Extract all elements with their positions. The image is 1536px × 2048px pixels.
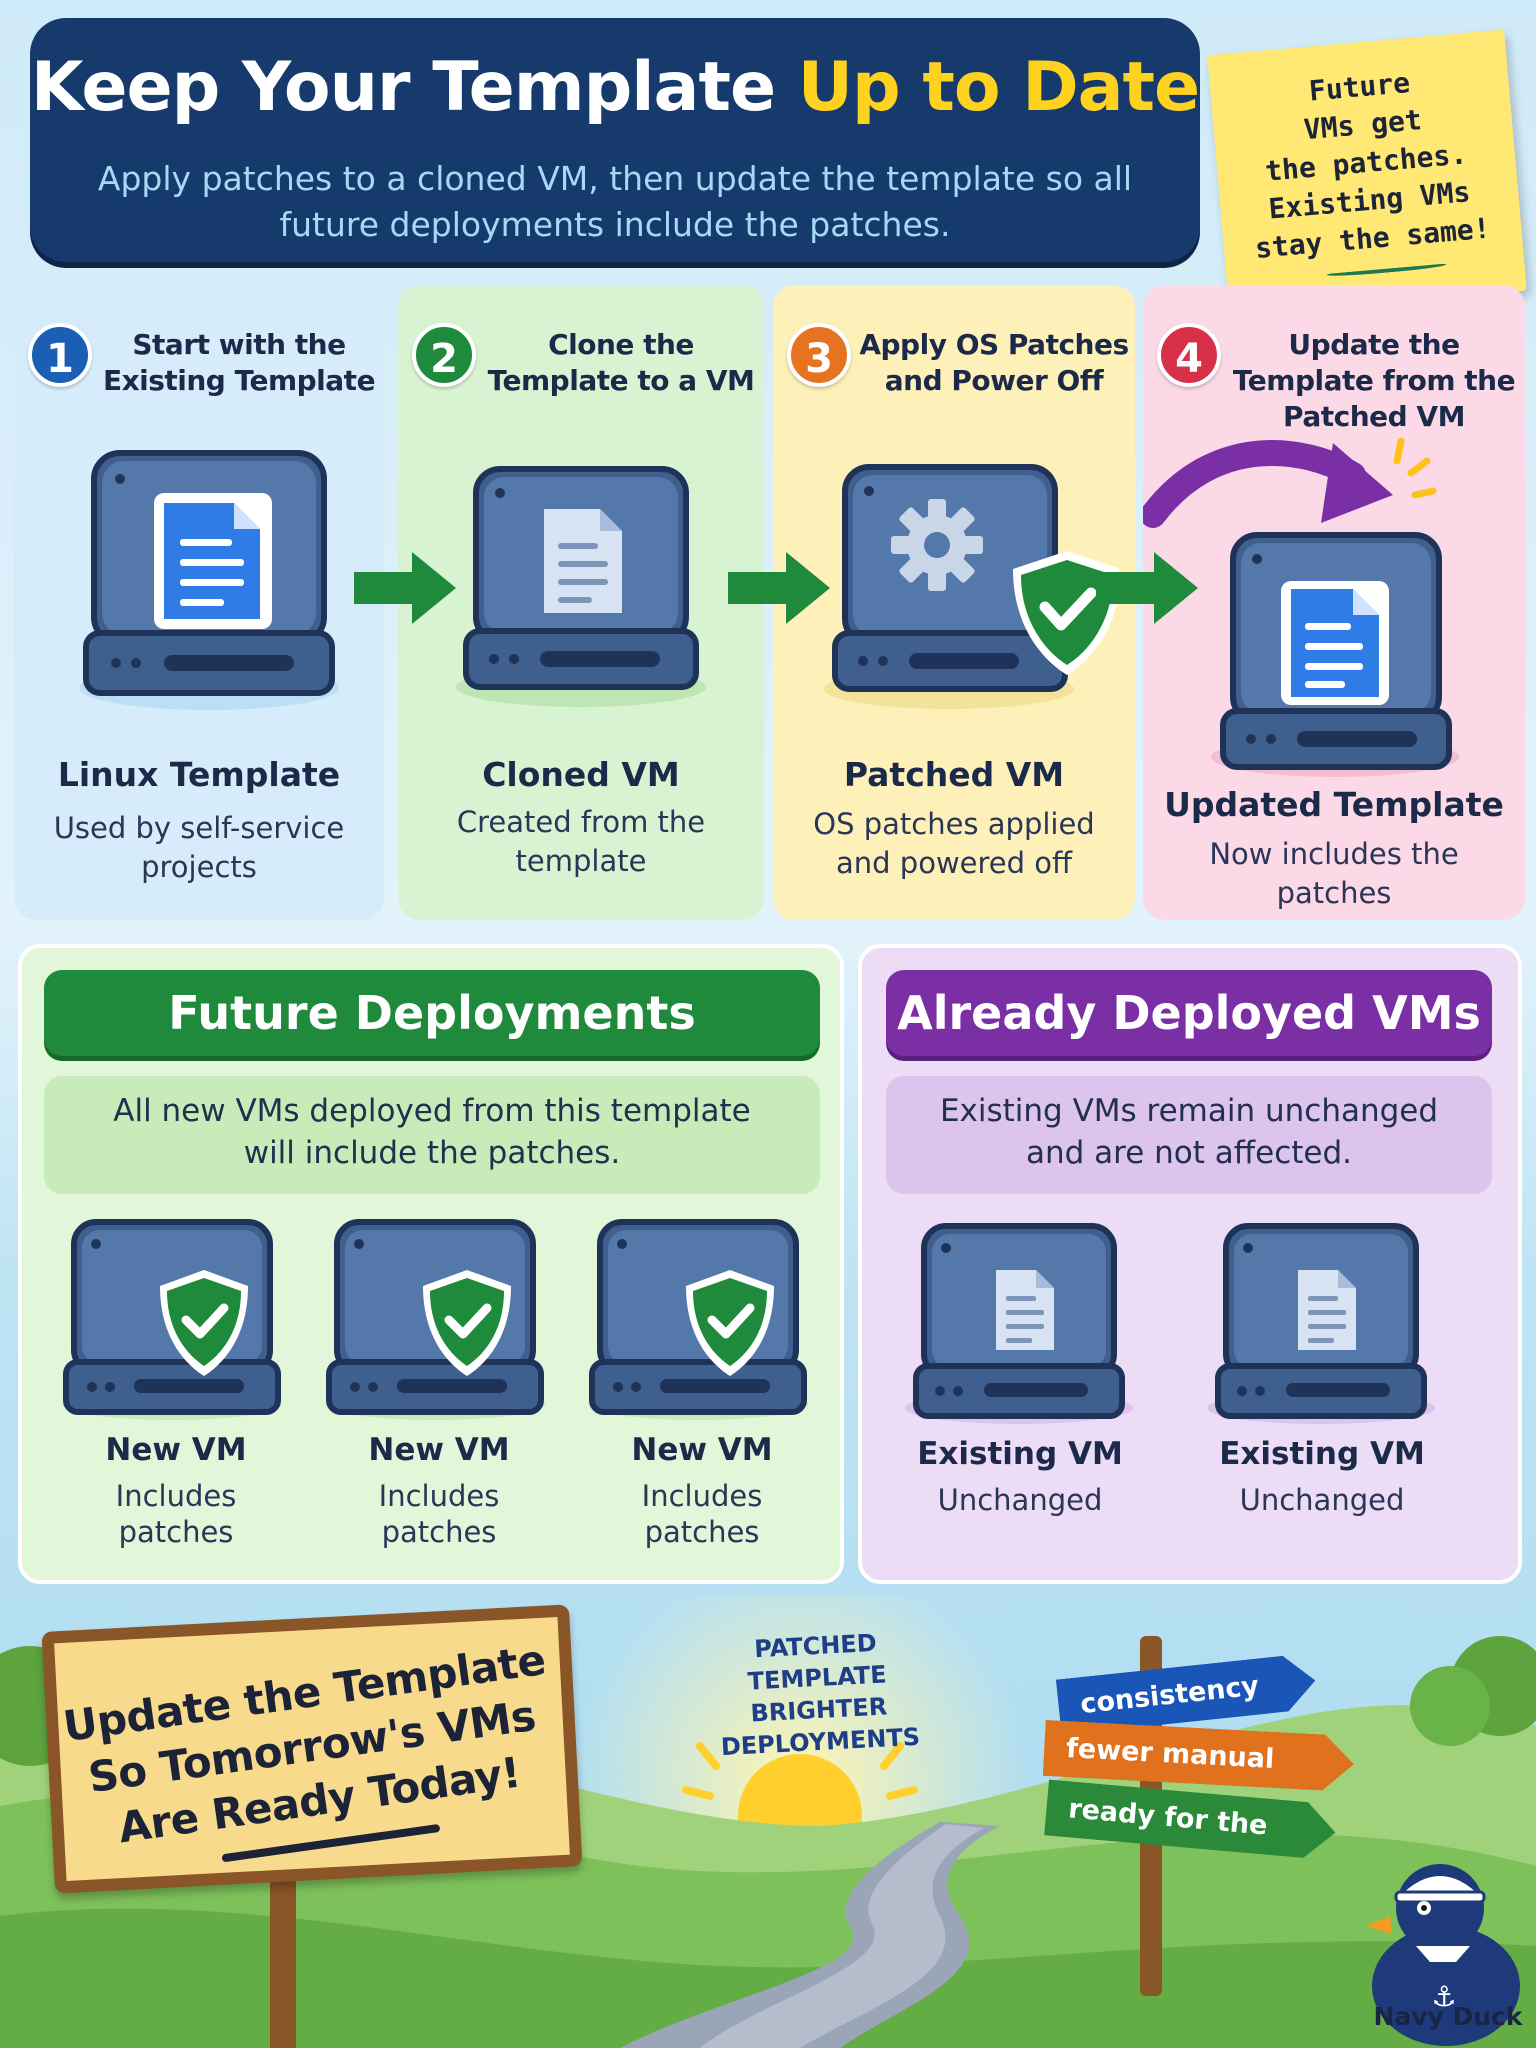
step-panel-2: 2 Clone the Template to a VM Cloned VM C… [398,285,764,920]
motto-sign: Update the Template So Tomorrow's VMs Ar… [41,1604,583,1894]
step-desc: Created from the template [456,805,706,878]
step-name: Cloned VM [482,755,680,794]
step-title: Apply OS Patches and Power Off [859,328,1129,397]
new-vm-server-icon [325,1219,545,1420]
server-updated-template-icon [1211,532,1459,777]
vm-name: Existing VM [1219,1436,1425,1472]
shield-check-icon [423,1270,511,1376]
step-number-badge: 4 [1157,323,1221,387]
new-vm-server-icon [588,1219,808,1420]
mascot-label: Navy Duck [1373,2002,1523,2031]
step-number-badge: 3 [787,323,851,387]
vm-name: New VM [105,1432,247,1468]
step-title: Clone the Template to a VM [487,328,755,397]
step-name: Updated Template [1164,785,1504,824]
svg-text:⚓: ⚓ [1431,1980,1456,2013]
server-template-icon [79,450,339,710]
step-title: Start with the Existing Template [102,328,376,397]
step-panel-1: 1 Start with the Existing Template Linux… [14,285,384,920]
page-subtitle: Apply patches to a cloned VM, then updat… [97,159,1133,244]
sticky-underline [1326,261,1447,278]
vm-desc: Includes patches [378,1479,500,1549]
flow-arrow-icon [354,552,456,624]
server-clone-icon [456,466,706,707]
vm-name: New VM [368,1432,510,1468]
shield-check-icon [1013,551,1119,675]
already-deployed-panel: Already Deployed VMs Existing VMs remain… [858,944,1522,1584]
vm-name: Existing VM [917,1436,1123,1472]
flow-arrow-icon [728,552,830,624]
header-banner: Keep Your Template Up to Date Apply patc… [30,18,1200,262]
future-deployments-heading: Future Deployments [44,970,820,1056]
sun-rays-icon [682,1742,918,1800]
future-deployments-panel: Future Deployments All new VMs deployed … [18,944,844,1584]
step-panel-4: 4 Update the Template from the Patched V… [1143,285,1525,920]
existing-callout: Existing VMs remain unchanged and are no… [886,1076,1492,1194]
shield-check-icon [686,1270,774,1376]
step-number-badge: 2 [412,323,476,387]
page-title: Keep Your Template Up to Date [30,48,1200,127]
existing-vm-server-icon [1207,1223,1435,1424]
document-icon [544,509,622,613]
document-icon [996,1270,1054,1350]
server-patched-icon [824,464,1119,709]
new-vm-server-icon [62,1219,282,1420]
vm-desc: Unchanged [1239,1483,1405,1517]
flow-arrow-icon [1096,552,1198,624]
step-name: Patched VM [843,755,1065,794]
vm-desc: Unchanged [937,1483,1103,1517]
already-deployed-heading: Already Deployed VMs [886,970,1492,1056]
existing-vm-server-icon [905,1223,1133,1424]
document-icon [1281,581,1389,705]
landscape-scene: ⚓ [0,1596,1536,2048]
sparkle-icon [1393,437,1437,499]
motto-text: Update the Template So Tomorrow's VMs Ar… [60,1634,549,1853]
duck-mascot-icon: ⚓ [1366,1864,1520,2046]
vm-name: New VM [631,1432,773,1468]
vm-desc: Includes patches [641,1479,763,1549]
future-callout: All new VMs deployed from this template … [44,1076,820,1194]
step-title: Update the Template from the Patched VM [1232,328,1516,433]
document-icon [154,493,272,629]
sticky-note-text: Future VMs get the patches. Existing VMs… [1253,65,1492,265]
title-main: Keep Your Template [30,48,798,127]
step-desc: Now includes the patches [1209,837,1459,910]
step-desc: Used by self-service projects [53,811,345,884]
gear-icon [891,499,983,591]
title-highlight: Up to Date [797,48,1200,127]
step-number-badge: 1 [28,323,92,387]
vm-desc: Includes patches [115,1479,237,1549]
step-desc: OS patches applied and powered off [813,807,1095,880]
sun-caption: PATCHED TEMPLATE BRIGHTER DEPLOYMENTS [720,1628,921,1762]
update-arrow-icon [1143,437,1437,528]
shield-check-icon [160,1270,248,1376]
document-icon [1298,1270,1356,1350]
step-panel-3: 3 Apply OS Patches and Power Off [773,285,1135,920]
sign-post-legs-icon [270,1876,296,2048]
sticky-note: Future VMs get the patches. Existing VMs… [1207,29,1527,317]
step-name: Linux Template [57,755,341,794]
